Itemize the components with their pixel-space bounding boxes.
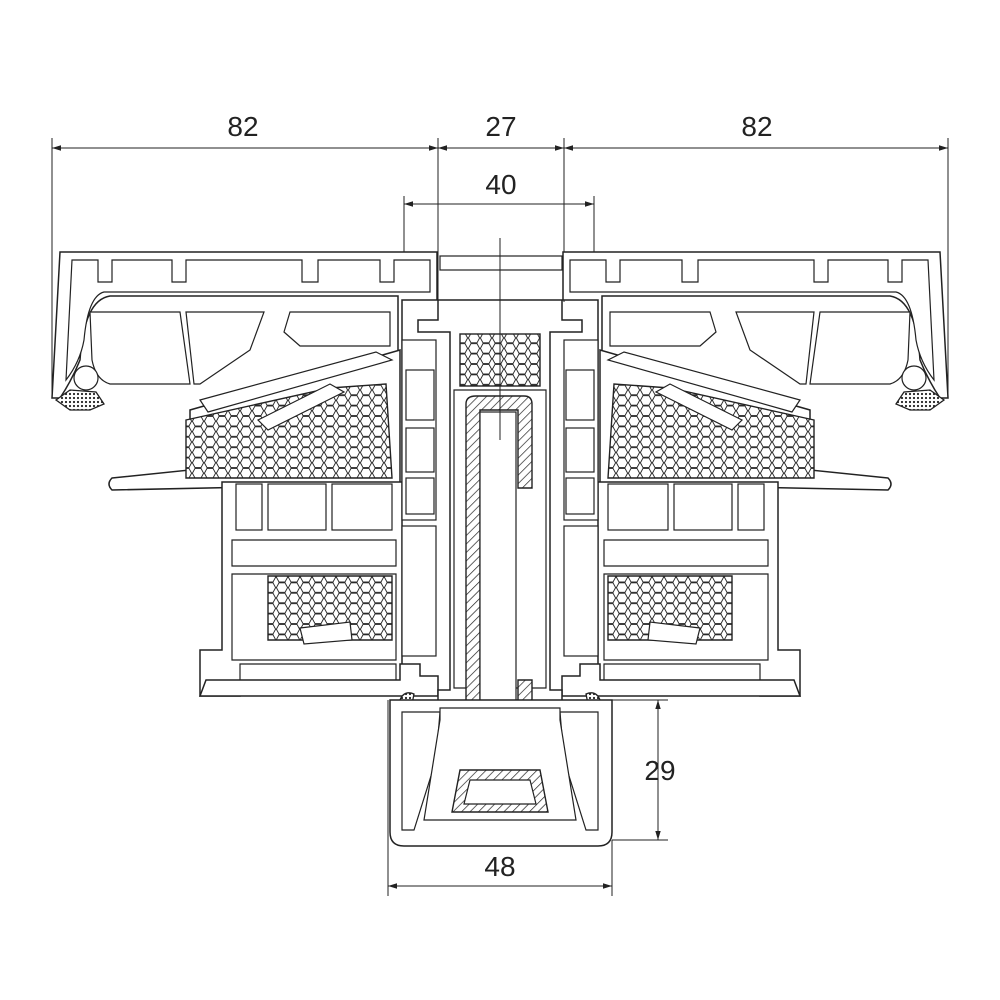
dimension-label-mullion-width: 40: [485, 169, 516, 200]
central-mullion: [389, 238, 613, 847]
right-sash-profile: [561, 251, 949, 697]
dimension-label-right-width: 82: [741, 111, 772, 142]
dimension-label-cap-depth: 29: [644, 755, 675, 786]
dimension-lines: [51, 138, 949, 896]
dimension-label-left-width: 82: [227, 111, 258, 142]
corner-gaskets: [54, 365, 946, 705]
dimension-label-cap-width: 48: [484, 851, 515, 882]
left-sash-profile: [51, 251, 439, 697]
dimension-label-center-width: 27: [485, 111, 516, 142]
